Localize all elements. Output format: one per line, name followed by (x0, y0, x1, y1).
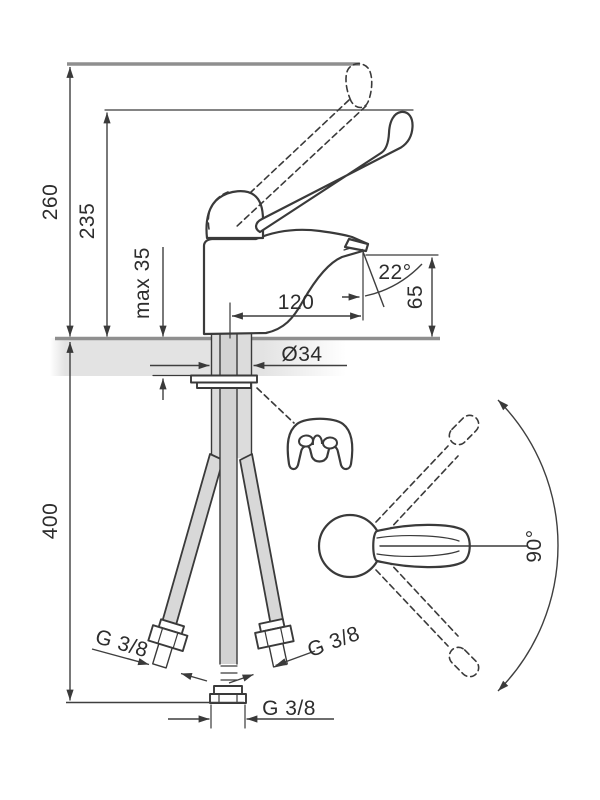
dim-label-235: 235 (76, 203, 99, 240)
thread-label-right: G 3/8 (305, 622, 363, 662)
mounting-flange (190, 374, 258, 384)
swivel-arc-upper (497, 399, 559, 546)
faucet-body-spout (202, 228, 370, 336)
raised-dome-dashed-arc (207, 191, 229, 230)
center-hose (220, 334, 237, 664)
swivel-down-dashed-tip (448, 646, 480, 678)
dim-label-260: 260 (39, 184, 62, 221)
swivel-arc-lower (497, 545, 559, 692)
raised-lever-dashed-tip (345, 62, 373, 109)
under-counter-assembly (147, 333, 295, 704)
gasket-leader-line (256, 387, 295, 424)
dim-label-d34: Ø34 (281, 343, 322, 366)
raised-lever-dashed-edge (249, 99, 350, 194)
mounting-locknut (196, 381, 252, 389)
dim-label-65: 65 (404, 285, 427, 309)
swivel-up-dashed-lines (375, 445, 459, 533)
left-hose-fitting (147, 618, 189, 669)
center-hose-fitting (209, 665, 247, 704)
body-top-view-circle (317, 513, 383, 579)
swivel-up-dashed-tip (448, 414, 480, 446)
faucet-side-view (202, 62, 414, 336)
left-supply-hose (160, 453, 224, 633)
mounting-gasket-horseshoe (256, 387, 354, 471)
dim-label-90deg: 90° (523, 529, 546, 562)
dim-label-max35: max 35 (131, 247, 154, 319)
thread-label-bottom: G 3/8 (262, 697, 316, 720)
right-supply-hose (239, 453, 284, 627)
swivel-down-dashed-lines (375, 559, 459, 647)
clinical-lever-handle (255, 110, 414, 234)
dimension-labels: 260 235 max 35 400 120 22° 65 Ø34 G 3/8 … (39, 184, 546, 720)
counter-deck-band (50, 338, 346, 376)
lever-top-view (317, 399, 559, 692)
dimension-lines (66, 67, 439, 729)
dim-label-400: 400 (39, 503, 62, 540)
dim-label-120: 120 (278, 291, 315, 314)
dim-label-22deg: 22° (378, 261, 411, 284)
cartridge-dome (205, 190, 265, 240)
right-hose-fitting (254, 617, 295, 668)
raised-lever-dashed-edge2 (234, 105, 367, 229)
aerator (343, 237, 370, 253)
